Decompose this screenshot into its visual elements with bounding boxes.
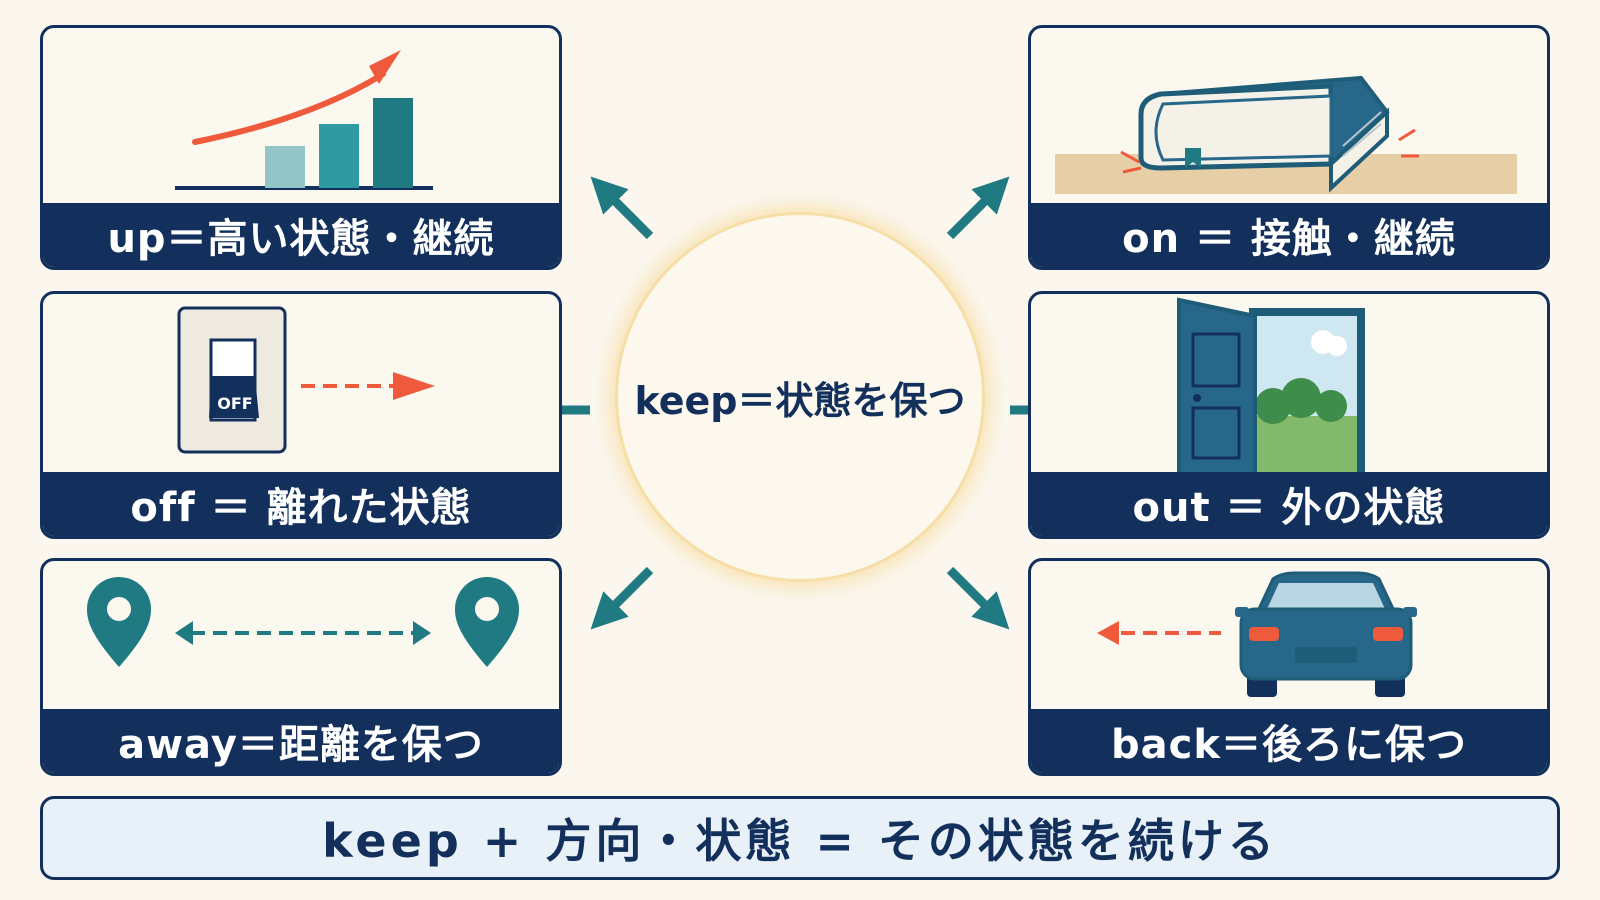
- arrow-up-right: [946, 176, 1010, 240]
- center-circle: keep＝状態を保つ: [615, 212, 985, 582]
- light-switch-icon: [43, 294, 559, 474]
- card-back: back＝後ろに保つ: [1028, 558, 1550, 776]
- book-icon: [1031, 28, 1547, 208]
- summary-bar: keep + 方向・状態 = その状態を続ける: [40, 796, 1560, 880]
- car-icon: [1031, 561, 1547, 711]
- location-pin-icons: [43, 561, 559, 711]
- arrow-down-right: [946, 566, 1010, 630]
- switch-off-text: OFF: [217, 394, 253, 413]
- card-back-label: back＝後ろに保つ: [1031, 709, 1547, 773]
- arrow-up-left: [590, 176, 654, 240]
- summary-text: keep + 方向・状態 = その状態を続ける: [322, 814, 1278, 868]
- chart-arrow-icon: [43, 28, 559, 208]
- open-door-icon: [1031, 294, 1547, 474]
- card-up: up＝高い状態・継続: [40, 25, 562, 270]
- center-text: keep＝状態を保つ: [634, 378, 966, 423]
- card-out-label: out ＝ 外の状態: [1031, 472, 1547, 536]
- location-pin-icon: [455, 577, 519, 667]
- card-off-label: off ＝ 離れた状態: [43, 472, 559, 536]
- card-out: out ＝ 外の状態: [1028, 291, 1550, 539]
- card-away: away＝距離を保つ: [40, 558, 562, 776]
- card-up-label: up＝高い状態・継続: [43, 203, 559, 267]
- card-away-label: away＝距離を保つ: [43, 709, 559, 773]
- arrow-down-left: [590, 566, 654, 630]
- location-pin-icon: [87, 577, 151, 667]
- card-on: on ＝ 接触・継続: [1028, 25, 1550, 270]
- card-on-label: on ＝ 接触・継続: [1031, 203, 1547, 267]
- card-off: OFF off ＝ 離れた状態: [40, 291, 562, 539]
